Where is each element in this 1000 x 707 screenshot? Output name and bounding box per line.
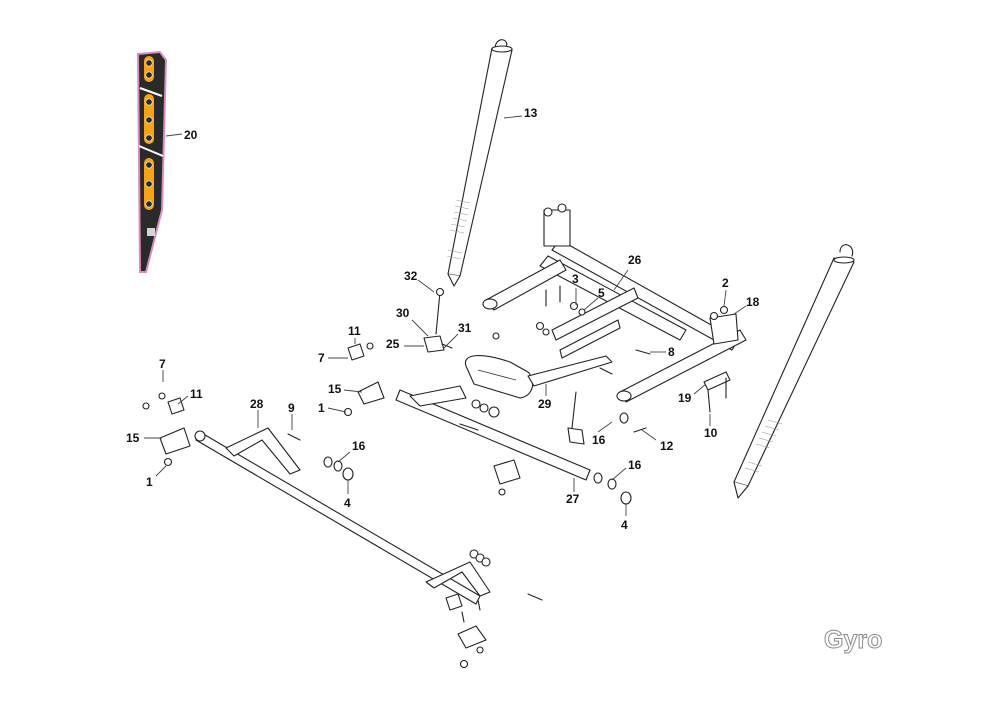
callout-31[interactable]: 31 [458, 321, 472, 335]
callout-5[interactable]: 5 [598, 286, 605, 300]
callout-7-left[interactable]: 7 [159, 357, 166, 371]
strap-bracket[interactable] [703, 371, 731, 413]
callout-20[interactable]: 20 [184, 128, 198, 142]
callout-15-upper[interactable]: 15 [328, 382, 342, 396]
small-hardware [142, 342, 647, 669]
callout-30[interactable]: 30 [396, 306, 410, 320]
callout-32[interactable]: 32 [404, 269, 418, 283]
callout-25[interactable]: 25 [386, 337, 400, 351]
bracket-right[interactable] [709, 305, 739, 345]
decal-position-markers [145, 59, 153, 208]
callout-4-right[interactable]: 4 [621, 518, 628, 532]
main-frame[interactable] [482, 203, 747, 403]
foot-pedal[interactable] [464, 355, 613, 399]
callout-16-left[interactable]: 16 [352, 439, 366, 453]
leader-lines [144, 115, 747, 516]
callout-7-upper[interactable]: 7 [318, 351, 325, 365]
callout-18[interactable]: 18 [746, 295, 760, 309]
spring-left[interactable] [446, 39, 513, 287]
callout-2[interactable]: 2 [722, 276, 729, 290]
callout-10[interactable]: 10 [704, 426, 718, 440]
callout-8[interactable]: 8 [668, 345, 675, 359]
center-clamp [493, 459, 521, 496]
callout-16-right[interactable]: 16 [628, 458, 642, 472]
callout-11-left[interactable]: 11 [190, 387, 203, 401]
lift-arm-center[interactable] [395, 385, 591, 481]
callout-1-upper[interactable]: 1 [318, 401, 325, 415]
callout-19[interactable]: 19 [678, 391, 692, 405]
lift-arm-left[interactable] [194, 427, 491, 605]
height-decal[interactable] [136, 50, 168, 273]
callout-9[interactable]: 9 [288, 401, 295, 415]
callout-16-center[interactable]: 16 [592, 433, 606, 447]
callout-27[interactable]: 27 [566, 492, 580, 506]
callout-26[interactable]: 26 [628, 253, 642, 267]
gyro-logo: Gyro [824, 626, 882, 654]
callout-15-left[interactable]: 15 [126, 431, 140, 445]
frame-hardware [492, 285, 651, 375]
link-assembly[interactable] [423, 287, 453, 353]
callout-13[interactable]: 13 [524, 106, 538, 120]
callout-11-upper[interactable]: 11 [348, 324, 361, 338]
callout-12[interactable]: 12 [660, 439, 674, 453]
callouts: 20 13 26 3 5 2 18 32 30 31 25 11 7 8 15 … [126, 106, 760, 532]
spring-right[interactable] [733, 244, 855, 499]
callout-1-left[interactable]: 1 [146, 475, 153, 489]
callout-3[interactable]: 3 [572, 272, 579, 286]
callout-28[interactable]: 28 [250, 397, 264, 411]
callout-29[interactable]: 29 [538, 397, 552, 411]
callout-4-left[interactable]: 4 [344, 496, 351, 510]
